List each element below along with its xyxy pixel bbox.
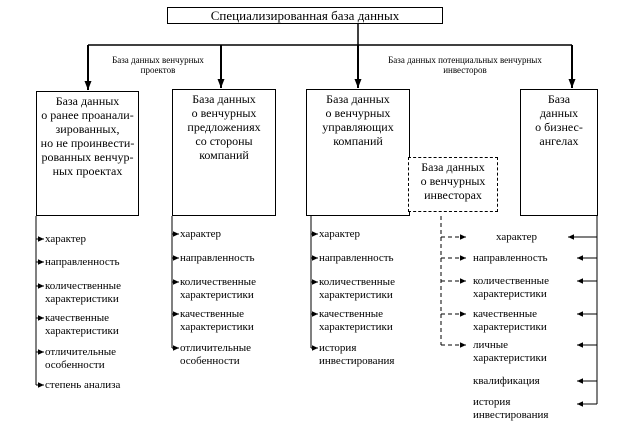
col3-item: качественные характеристики [319, 308, 393, 333]
db-box-venture-investors: База данных о венчурных инвесторах [408, 157, 498, 212]
col1-item: количественные характеристики [45, 280, 121, 305]
shared-item: личные характеристики [473, 339, 547, 364]
col2-item: качественные характеристики [180, 308, 254, 333]
col1-item: направленность [45, 256, 120, 268]
db-label-business-angels: База данных о бизнес- ангелах [535, 92, 583, 148]
col3-item: характер [319, 228, 361, 240]
db-label-unfunded-projects: База данных о ранее проанали- зированных… [40, 94, 135, 178]
shared-item: история инвестирования [473, 396, 549, 421]
db-label-company-offers: База данных о венчурных предложениях со … [187, 92, 261, 162]
db-box-unfunded-projects: База данных о ранее проанали- зированных… [36, 91, 139, 216]
col3-item: история инвестирования [319, 342, 395, 367]
col1-item: качественные характеристики [45, 312, 119, 337]
col3-item: направленность [319, 252, 394, 264]
db-box-management-companies: База данных о венчурных управляющих комп… [306, 89, 410, 216]
col1-item: характер [45, 233, 87, 245]
main-database-box: Специализированная база данных [167, 7, 443, 24]
col2-item: характер [180, 228, 222, 240]
col2-item: количественные характеристики [180, 276, 256, 301]
col3-item: количественные характеристики [319, 276, 395, 301]
venture-projects-label: База данных венчурных проектов [112, 55, 204, 75]
shared-item: квалификация [473, 375, 540, 387]
col2-item: отличительные особенности [180, 342, 252, 367]
shared-item: характер [496, 231, 538, 243]
db-box-business-angels: База данных о бизнес- ангелах [520, 89, 598, 216]
db-label-venture-investors: База данных о венчурных инвесторах [420, 160, 486, 202]
db-label-management-companies: База данных о венчурных управляющих комп… [322, 92, 394, 148]
shared-item: направленность [473, 252, 548, 264]
col1-item: степень анализа [45, 379, 121, 391]
shared-item: количественные характеристики [473, 275, 549, 300]
db-box-company-offers: База данных о венчурных предложениях со … [172, 89, 276, 216]
main-database-title: Специализированная база данных [210, 7, 400, 23]
potential-investors-label: База данных потенциальных венчурных инве… [388, 55, 542, 75]
col2-item: направленность [180, 252, 255, 264]
shared-item: качественные характеристики [473, 308, 547, 333]
col1-item: отличительные особенности [45, 346, 117, 371]
